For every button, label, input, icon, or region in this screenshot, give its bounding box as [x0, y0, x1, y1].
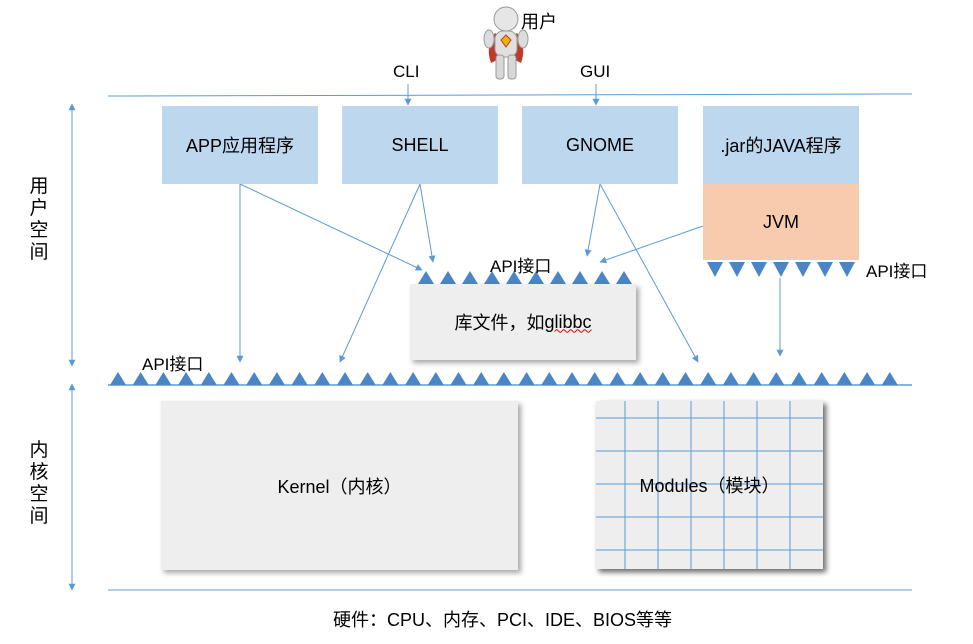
kernel-box: Kernel（内核） — [161, 401, 518, 570]
kernel-api-triangle — [246, 372, 263, 385]
kernel-api-triangle — [359, 372, 376, 385]
modules-label: Modules（模块） — [639, 476, 780, 496]
kernel-api-triangle — [223, 372, 240, 385]
shell-to-lib-arrow — [419, 183, 436, 263]
kernel-api-triangle — [586, 372, 603, 385]
hardware-label: 硬件：CPU、内存、PCI、IDE、BIOS等等 — [333, 610, 673, 630]
gnome-to-lib-arrow — [584, 183, 601, 257]
lib-api-triangle — [462, 271, 478, 284]
lib-api-triangle — [594, 271, 610, 284]
jvm-api-triangle — [817, 262, 833, 277]
lib-api-triangle — [616, 271, 632, 284]
kernel-api-triangle — [473, 372, 490, 385]
jvm-to-lib-arrow — [599, 225, 704, 264]
gui-label: GUI — [580, 62, 611, 81]
lib-api-triangle — [440, 271, 456, 284]
kernel-api-triangle — [541, 372, 558, 385]
jvm-api-label: API接口 — [866, 262, 928, 281]
kernel-api-triangle — [836, 372, 853, 385]
jar-box: .jar的JAVA程序 — [703, 106, 859, 184]
lib-api-label: API接口 — [490, 257, 552, 276]
kernel-api-triangle — [405, 372, 422, 385]
kernel-api-triangle — [495, 372, 512, 385]
app-to-lib-arrow — [239, 183, 423, 271]
jvm-api-triangles — [707, 262, 855, 277]
lib-api-triangle — [418, 271, 434, 284]
kernel-api-triangle — [813, 372, 830, 385]
kernel-api-triangle — [881, 372, 898, 385]
lib-api-triangle — [550, 271, 566, 284]
kernel-api-triangle — [518, 372, 535, 385]
user-label: 用户 — [521, 12, 557, 32]
lib-api-triangle — [528, 271, 544, 284]
user-space-top-line — [107, 93, 913, 97]
kernel-api-triangle — [745, 372, 762, 385]
shell-box: SHELL — [342, 106, 498, 184]
user-figure-icon — [483, 6, 529, 80]
gnome-to-kernel-api-arrow — [599, 183, 699, 363]
kernel-api-triangle — [564, 372, 580, 385]
kernel-api-triangle — [382, 372, 399, 385]
app-box: APP应用程序 — [162, 106, 318, 184]
cli-label: CLI — [393, 62, 420, 81]
kernel-api-triangle — [654, 372, 671, 385]
kernel-api-triangle — [291, 372, 308, 385]
jvm-api-triangle — [707, 262, 723, 277]
lib-api-triangle — [484, 271, 500, 284]
jvm-api-triangle — [839, 262, 855, 277]
kernel-api-triangle — [110, 372, 126, 385]
kernel-api-triangle — [768, 372, 785, 385]
jvm-api-triangle — [729, 262, 745, 277]
kernel-api-triangle — [450, 372, 467, 385]
kernel-space-label: 内核空间 — [29, 440, 49, 527]
kernel-api-triangle — [337, 372, 353, 385]
gnome-box: GNOME — [522, 106, 678, 184]
kernel-api-triangle — [722, 372, 739, 385]
kernel-api-triangle — [609, 372, 626, 385]
modules-grid — [596, 401, 823, 569]
kernel-api-triangle — [132, 372, 149, 385]
jvm-api-triangle — [795, 262, 811, 277]
kernel-api-triangle — [200, 372, 217, 385]
kernel-api-triangle — [677, 372, 694, 385]
kernel-api-triangle — [155, 372, 172, 385]
library-text: 库文件，如 — [454, 313, 545, 333]
user-space-label: 用户空间 — [29, 176, 49, 263]
lib-api-triangle — [572, 271, 588, 284]
glibc-name: glibbc — [544, 311, 592, 332]
kernel-api-triangle — [268, 372, 285, 385]
kernel-api-triangle — [632, 372, 649, 385]
kernel-api-triangles — [110, 372, 898, 385]
jvm-box: JVM — [703, 184, 859, 260]
modules-box: Modules（模块） — [596, 401, 823, 569]
lib-api-triangle — [506, 271, 522, 284]
jvm-api-triangle — [751, 262, 767, 277]
kernel-api-label: API接口 — [142, 355, 204, 374]
shell-to-kernel-api-arrow — [339, 183, 421, 363]
kernel-api-triangle — [700, 372, 717, 385]
kernel-api-triangle — [859, 372, 876, 385]
kernel-api-triangle — [178, 372, 195, 385]
modules-background — [596, 401, 823, 569]
lib-api-triangles — [418, 271, 632, 284]
kernel-api-triangle — [427, 372, 444, 385]
kernel-api-triangle — [314, 372, 331, 385]
jvm-api-triangle — [773, 262, 789, 277]
kernel-api-triangle — [791, 372, 807, 385]
